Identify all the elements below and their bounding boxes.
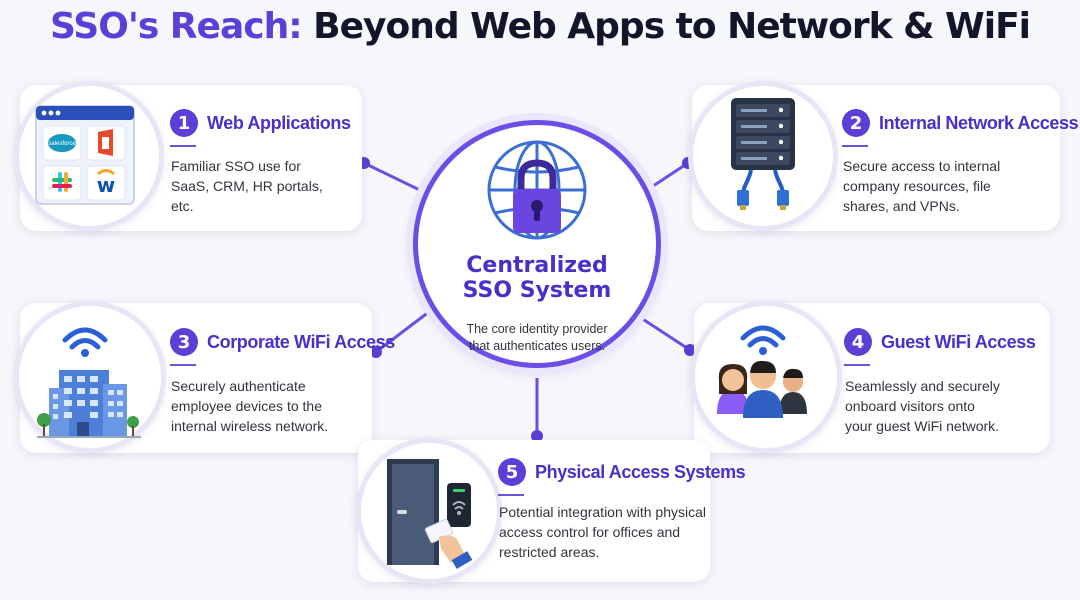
node-1-title: Web Applications (207, 112, 351, 133)
browser-apps-icon: salesforce w (35, 105, 135, 205)
node-5-title: Physical Access Systems (535, 461, 746, 482)
node-3-desc: Securely authenticate employee devices t… (171, 378, 329, 434)
connector-4 (637, 314, 691, 352)
node-4-rule (844, 364, 870, 366)
node-4-number: 4 (844, 328, 872, 356)
node-4-desc: Seamlessly and securely onboard visitors… (845, 378, 1000, 434)
node-3-title: Corporate WiFi Access (207, 331, 395, 352)
node-3-header: 3 Corporate WiFi Access (170, 328, 395, 356)
node-3-rule (170, 364, 196, 366)
connector-2 (643, 161, 689, 194)
node-2-halo (688, 81, 838, 231)
node-1-number: 1 (170, 109, 198, 137)
door-badge-reader-icon (387, 459, 473, 569)
node-4-title: Guest WiFi Access (881, 331, 1036, 352)
server-rack-icon (731, 98, 795, 210)
node-1-halo: salesforce w (14, 81, 164, 231)
node-5-halo (356, 438, 502, 584)
node-web-applications[interactable]: salesforce w 1 Web Applications Familiar… (14, 81, 362, 231)
salesforce-logo: salesforce (48, 141, 76, 147)
office-building-wifi-icon (37, 327, 141, 438)
node-1-desc: Familiar SSO use for SaaS, CRM, HR porta… (171, 158, 323, 214)
centralized-sso-hub[interactable]: Centralized SSO System The core identity… (413, 120, 661, 368)
node-5-header: 5 Physical Access Systems (498, 458, 746, 486)
node-2-header: 2 Internal Network Access (842, 109, 1079, 137)
node-1-rule (170, 145, 196, 147)
globe-lock-icon (487, 140, 587, 240)
connector-dot-5 (531, 430, 543, 442)
node-5-desc: Potential integration with physical acce… (499, 504, 707, 560)
node-2-number: 2 (842, 109, 870, 137)
node-5-rule (498, 494, 524, 496)
hub-title: Centralized SSO System (462, 253, 612, 303)
node-3-number: 3 (170, 328, 198, 356)
node-3-halo (14, 301, 166, 453)
page-title: SSO's Reach: Beyond Web Apps to Network … (0, 6, 1080, 47)
hub-desc: The core identity provider that authenti… (466, 322, 608, 353)
connector-3 (375, 306, 435, 354)
node-4-halo (690, 301, 842, 453)
svg-text:w: w (97, 173, 115, 197)
node-internal-network-access[interactable]: 2 Internal Network Access Secure access … (688, 81, 1079, 231)
node-corporate-wifi-access[interactable]: 3 Corporate WiFi Access Securely authent… (14, 301, 395, 453)
connector-dot-3 (370, 346, 382, 358)
title-accent: SSO's Reach: (49, 6, 303, 47)
connector-1 (363, 161, 433, 198)
title-main: Beyond Web Apps to Network & WiFi (313, 6, 1031, 47)
node-2-rule (842, 145, 868, 147)
node-2-title: Internal Network Access (879, 112, 1079, 133)
node-physical-access-systems[interactable]: 5 Physical Access Systems Potential inte… (356, 438, 746, 584)
node-guest-wifi-access[interactable]: 4 Guest WiFi Access Seamlessly and secur… (690, 301, 1050, 453)
node-5-number: 5 (498, 458, 526, 486)
node-2-desc: Secure access to internal company resour… (843, 158, 1001, 214)
node-4-header: 4 Guest WiFi Access (844, 328, 1036, 356)
node-1-header: 1 Web Applications (170, 109, 351, 137)
guests-wifi-icon (717, 325, 807, 418)
